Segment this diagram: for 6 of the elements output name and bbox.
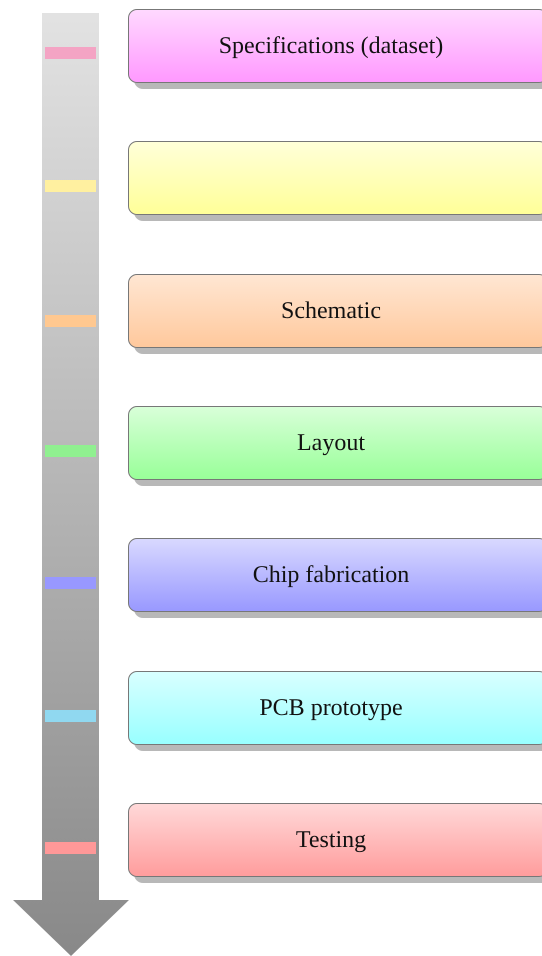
stage-label: Chip fabrication bbox=[252, 562, 410, 588]
stage-label: Schematic bbox=[281, 298, 381, 324]
stage-label: Testing bbox=[296, 826, 366, 854]
stage-label: Layout bbox=[297, 430, 365, 456]
stage-label: Specifications (dataset) bbox=[218, 32, 444, 60]
stage-label: PCB prototype bbox=[259, 694, 403, 722]
